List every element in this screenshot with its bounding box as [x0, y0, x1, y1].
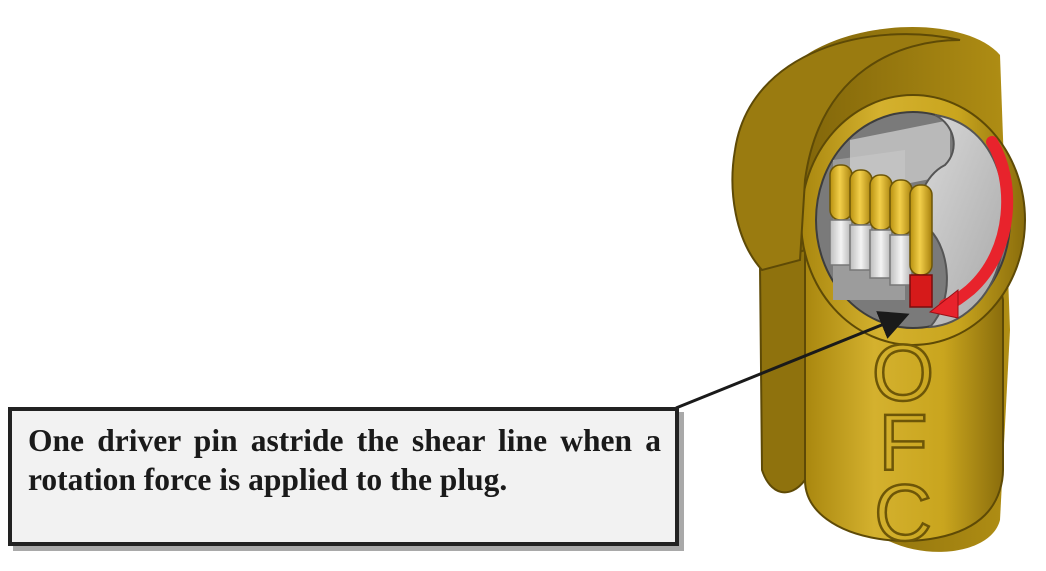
- logo-letter-f: F: [879, 398, 928, 487]
- curved-red-arrow-icon: [928, 136, 1014, 319]
- pin-stack-2: [849, 169, 873, 271]
- logo-letter-c: C: [874, 468, 932, 557]
- pin-stack-4: [889, 179, 913, 286]
- pin-stack-1: [829, 164, 853, 266]
- black-leader-arrow-icon: [675, 311, 910, 410]
- callout-text: One driver pin astride the shear line wh…: [28, 423, 661, 497]
- pin-stack-3: [869, 174, 893, 279]
- driver-pin-red: [909, 274, 933, 308]
- logo-letter-o: O: [872, 328, 934, 417]
- callout-box: One driver pin astride the shear line wh…: [8, 407, 679, 546]
- pin-stack-5-binding: [909, 184, 933, 308]
- ofc-logo: O F C: [871, 327, 936, 559]
